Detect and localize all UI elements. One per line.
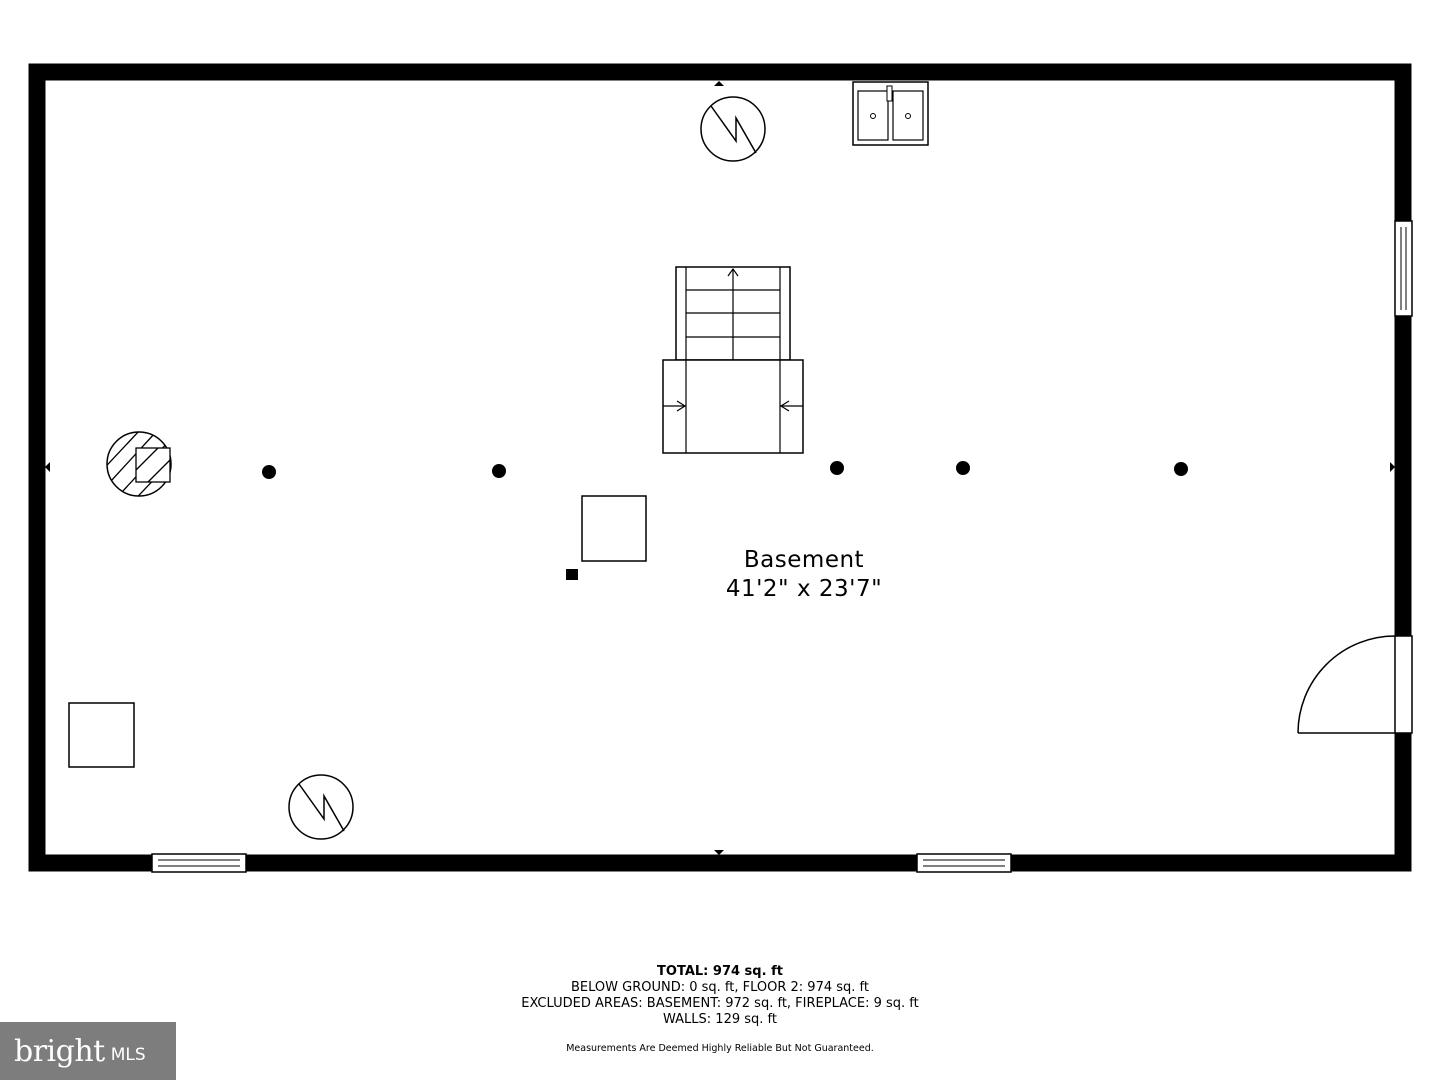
square-fixture [581,495,647,562]
water-heater-icon-2 [288,774,354,840]
room-dimensions: 41'2" x 23'7" [725,576,883,602]
window-bottom-right [916,853,1012,873]
stairs [662,266,804,454]
support-post [492,464,506,478]
door-right [1297,635,1413,734]
marker-top [714,81,724,86]
window-bottom-left [151,853,247,873]
small-square-post [566,569,578,580]
disclaimer: Measurements Are Deemed Highly Reliable … [566,1043,874,1054]
window-right [1394,220,1413,317]
logo-brand: bright [14,1033,105,1069]
room-name: Basement [743,547,865,573]
room-label: Basement 41'2" x 23'7" [644,546,964,604]
summary-line-3: WALLS: 129 sq. ft [663,1012,777,1027]
marker-right [1390,462,1395,472]
fireplace-icon [106,431,172,497]
total-area: TOTAL: 974 sq. ft [657,964,783,979]
water-heater-icon [700,96,766,162]
area-summary: TOTAL: 974 sq. ft BELOW GROUND: 0 sq. ft… [420,964,1020,1028]
logo-suffix: MLS [110,1045,146,1065]
sink-icon [852,81,929,146]
summary-line-1: BELOW GROUND: 0 sq. ft, FLOOR 2: 974 sq.… [571,980,869,995]
bright-mls-logo: bright MLS [0,1022,176,1080]
support-post [830,461,844,475]
support-post [262,465,276,479]
support-post [956,461,970,475]
marker-left [45,462,50,472]
summary-line-2: EXCLUDED AREAS: BASEMENT: 972 sq. ft, FI… [521,996,919,1011]
marker-bottom [714,850,724,855]
support-post [1174,462,1188,476]
exterior-walls [28,63,1412,872]
square-fixture-2 [68,702,135,768]
